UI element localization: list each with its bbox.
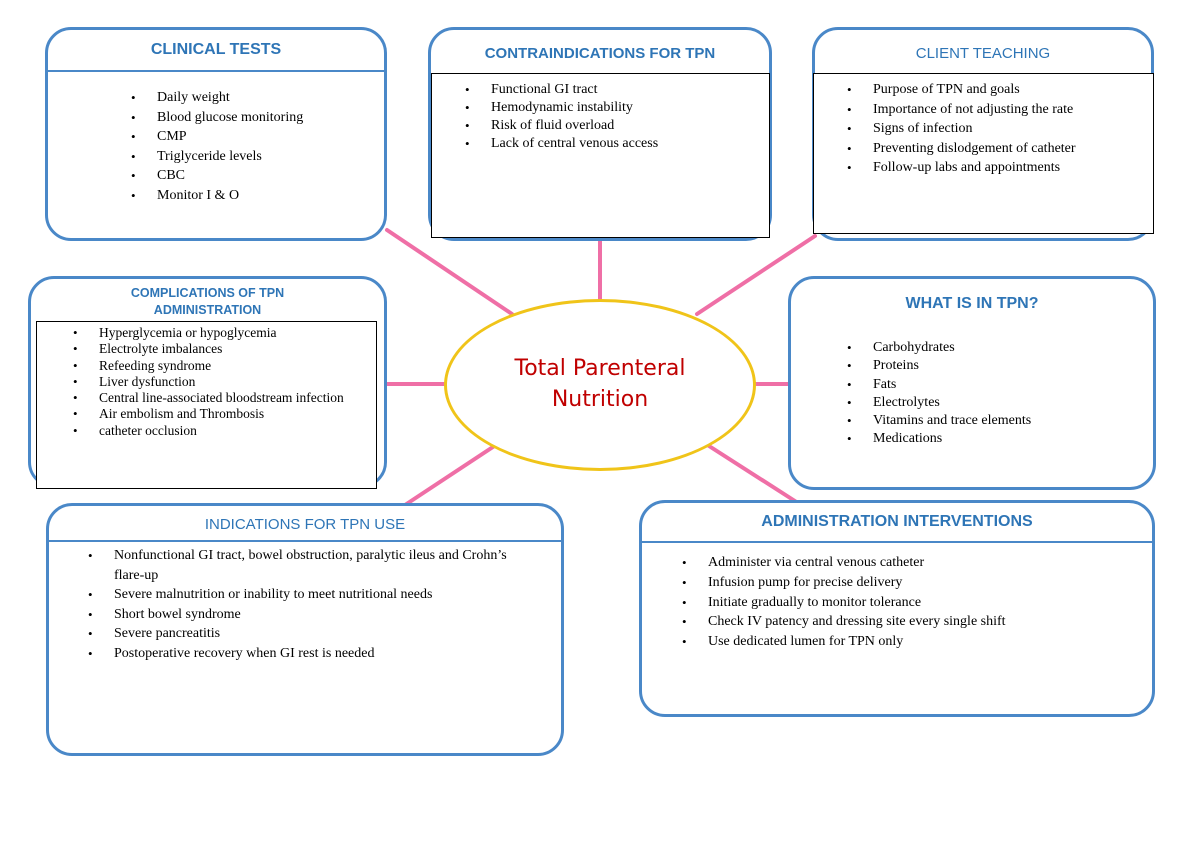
list-item: Proteins bbox=[847, 357, 1031, 376]
list-item: Importance of not adjusting the rate bbox=[847, 100, 1076, 120]
list-item: Administer via central venous catheter bbox=[682, 553, 1006, 573]
list-item: Air embolism and Thrombosis bbox=[73, 406, 344, 423]
list-item: Hyperglycemia or hypoglycemia bbox=[73, 325, 344, 342]
what-is-in-tpn-title: WHAT IS IN TPN? bbox=[905, 295, 1039, 312]
link-clinical-tests bbox=[385, 228, 514, 316]
administration-title: ADMINISTRATION INTERVENTIONS bbox=[761, 513, 1033, 530]
clinical-tests-title: CLINICAL TESTS bbox=[150, 41, 282, 58]
clinical-tests-title-rule bbox=[48, 70, 384, 72]
list-item: Postoperative recovery when GI rest is n… bbox=[88, 644, 508, 664]
indications-title: INDICATIONS FOR TPN USE bbox=[204, 516, 406, 533]
administration-list: Administer via central venous catheterIn… bbox=[682, 553, 1006, 652]
list-item: Hemodynamic instability bbox=[465, 99, 658, 117]
list-item: Daily weight bbox=[131, 88, 303, 108]
contraindications-box: CONTRAINDICATIONS FOR TPN Functional GI … bbox=[428, 27, 772, 241]
list-item: Monitor I & O bbox=[131, 186, 303, 206]
contraindications-list: Functional GI tractHemodynamic instabili… bbox=[465, 81, 658, 153]
indications-list: Nonfunctional GI tract, bowel obstructio… bbox=[88, 546, 508, 663]
list-item: Triglyceride levels bbox=[131, 147, 303, 167]
client-teaching-list: Purpose of TPN and goalsImportance of no… bbox=[847, 80, 1076, 178]
list-item: Signs of infection bbox=[847, 119, 1076, 139]
administration-box: ADMINISTRATION INTERVENTIONS Administer … bbox=[639, 500, 1155, 717]
list-item: Check IV patency and dressing site every… bbox=[682, 612, 1006, 632]
administration-title-rule bbox=[642, 541, 1152, 543]
list-item: Severe pancreatitis bbox=[88, 624, 508, 644]
clinical-tests-box: CLINICAL TESTS Daily weightBlood glucose… bbox=[45, 27, 387, 241]
list-item: Carbohydrates bbox=[847, 339, 1031, 358]
complications-list: Hyperglycemia or hypoglycemiaElectrolyte… bbox=[73, 325, 344, 439]
indications-title-rule bbox=[49, 540, 561, 542]
list-item: Liver dysfunction bbox=[73, 374, 344, 391]
list-item: catheter occlusion bbox=[73, 423, 344, 440]
link-client-teaching bbox=[695, 234, 817, 316]
list-item: Refeeding syndrome bbox=[73, 358, 344, 375]
list-item: Follow-up labs and appointments bbox=[847, 158, 1076, 178]
central-topic-ellipse: Total Parenteral Nutrition bbox=[444, 299, 756, 471]
list-item: Electrolyte imbalances bbox=[73, 341, 344, 358]
what-is-in-tpn-list: Carbohydrates Proteins FatsElectrolytesV… bbox=[847, 339, 1031, 449]
list-item: Electrolytes bbox=[847, 394, 1031, 413]
link-administration bbox=[693, 435, 800, 505]
list-item: CMP bbox=[131, 127, 303, 147]
list-item: Functional GI tract bbox=[465, 81, 658, 99]
contraindications-title: CONTRAINDICATIONS FOR TPN bbox=[484, 45, 716, 62]
link-indications bbox=[403, 435, 510, 507]
list-item: CBC bbox=[131, 166, 303, 186]
list-item: Use dedicated lumen for TPN only bbox=[682, 632, 1006, 652]
clinical-tests-list: Daily weightBlood glucose monitoringCMPT… bbox=[131, 88, 303, 205]
list-item: Central line-associated bloodstream infe… bbox=[73, 390, 344, 407]
list-item: Infusion pump for precise delivery bbox=[682, 573, 1006, 593]
complications-title: COMPLICATIONS OF TPN ADMINISTRATION bbox=[130, 286, 285, 317]
list-item: Vitamins and trace elements bbox=[847, 412, 1031, 431]
list-item: Preventing dislodgement of catheter bbox=[847, 139, 1076, 159]
list-item: Purpose of TPN and goals bbox=[847, 80, 1076, 100]
list-item: Initiate gradually to monitor tolerance bbox=[682, 593, 1006, 613]
what-is-in-tpn-box: WHAT IS IN TPN? Carbohydrates Proteins F… bbox=[788, 276, 1156, 490]
complications-box: COMPLICATIONS OF TPN ADMINISTRATION Hype… bbox=[28, 276, 387, 489]
list-item: Blood glucose monitoring bbox=[131, 108, 303, 128]
client-teaching-box: CLIENT TEACHING Purpose of TPN and goals… bbox=[812, 27, 1154, 241]
list-item: Severe malnutrition or inability to meet… bbox=[88, 585, 508, 605]
client-teaching-title: CLIENT TEACHING bbox=[915, 45, 1051, 62]
list-item: Medications bbox=[847, 430, 1031, 449]
indications-box: INDICATIONS FOR TPN USE Nonfunctional GI… bbox=[46, 503, 564, 756]
list-item: Risk of fluid overload bbox=[465, 117, 658, 135]
central-topic-label: Total Parenteral Nutrition bbox=[514, 356, 686, 412]
list-item: Fats bbox=[847, 376, 1031, 395]
list-item: Nonfunctional GI tract, bowel obstructio… bbox=[88, 546, 508, 585]
list-item: Lack of central venous access bbox=[465, 135, 658, 153]
list-item: Short bowel syndrome bbox=[88, 605, 508, 625]
